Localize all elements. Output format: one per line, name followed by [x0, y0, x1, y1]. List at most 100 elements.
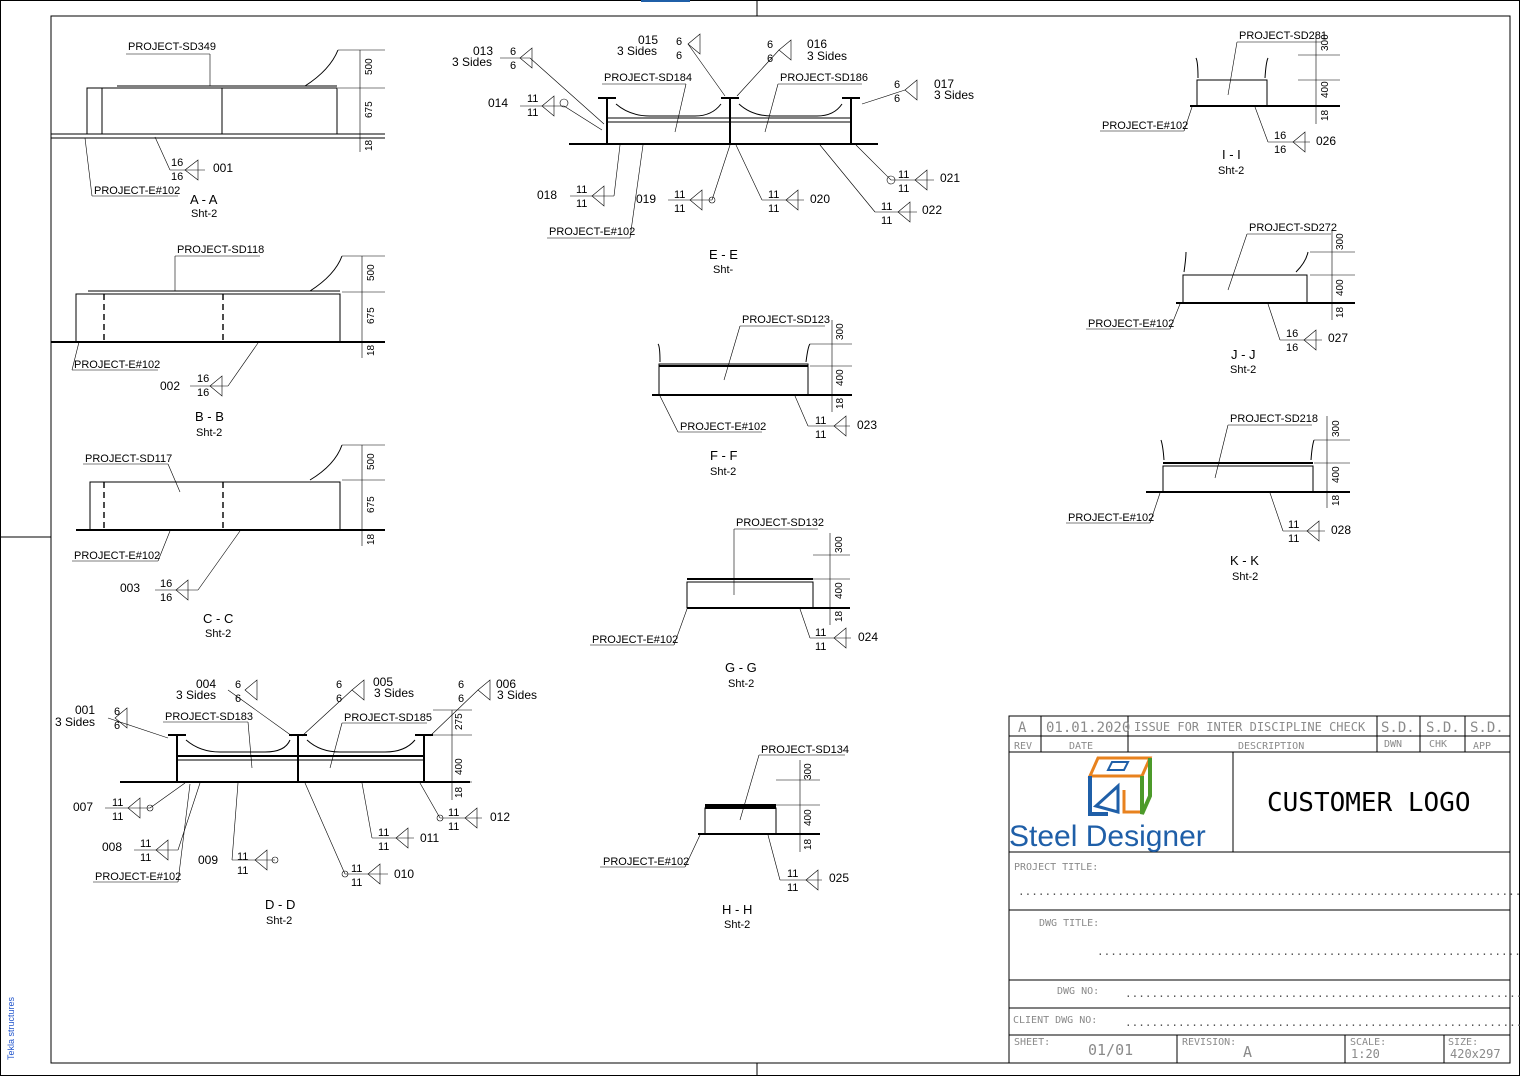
drawing-text: 021	[940, 171, 960, 185]
drawing-text: B - B	[195, 409, 224, 424]
drawing-text: 11	[787, 868, 798, 880]
customer-logo: CUSTOMER LOGO	[1267, 788, 1471, 818]
drawing-text: 3 Sides	[807, 49, 847, 63]
drawing-text: 006	[496, 677, 516, 691]
drawing-text: S.D.	[1381, 720, 1415, 736]
drawing-text: 023	[857, 418, 877, 432]
drawing-text: H - H	[722, 902, 752, 917]
drawing-text: 6	[235, 679, 241, 691]
drawing-text: Sht-2	[724, 919, 750, 931]
drawing-text: ........................................…	[1018, 885, 1521, 898]
drawing-text: 11	[787, 882, 798, 894]
drawing-text: 3 Sides	[452, 55, 492, 69]
drawing-text: 11	[1288, 519, 1299, 531]
drawing-text: 3 Sides	[176, 688, 216, 702]
drawing-text: Sht-2	[1232, 571, 1258, 583]
section-e: PROJECT-SD184 PROJECT-SD186 PROJECT-E#10…	[452, 33, 974, 276]
drawing-text: 18	[835, 397, 846, 409]
drawing-text: 11	[527, 93, 538, 105]
section-b: 500 675 18 PROJECT-SD118 PROJECT-E#102 1…	[51, 244, 385, 439]
drawing-text: 3 Sides	[617, 44, 657, 58]
drawing-text: ........................................…	[1125, 987, 1521, 1000]
drawing-text: K - K	[1230, 553, 1259, 568]
section-c: 500 675 18 PROJECT-SD117 PROJECT-E#102 1…	[72, 444, 385, 640]
description-value: ISSUE FOR INTER DISCIPLINE CHECK	[1134, 720, 1366, 734]
drawing-text: 11	[815, 415, 826, 427]
drawing-text: PROJECT-SD281	[1239, 30, 1327, 42]
drawing-text: 400	[803, 809, 814, 826]
drawing-text: 014	[488, 96, 508, 110]
drawing-text: 11	[898, 169, 909, 181]
drawing-text: PROJECT-SD123	[742, 314, 830, 326]
section-i: 300 400 18 PROJECT-SD281 PROJECT-E#102 1…	[1100, 30, 1340, 177]
drawing-text: Sht-2	[196, 427, 222, 439]
drawing-text: PROJECT-SD118	[177, 244, 264, 256]
drawing-text: PROJECT-E#102	[680, 421, 766, 433]
drawing-text: 675	[366, 496, 377, 513]
drawing-text: 008	[102, 840, 122, 854]
drawing-text: 300	[1331, 420, 1342, 437]
drawing-text: 004	[196, 677, 216, 691]
drawing-text: Sht-2	[710, 466, 736, 478]
drawing-text: ........................................…	[1097, 945, 1521, 958]
drawing-text: PROJECT-E#102	[1102, 120, 1188, 132]
rev-value: A	[1018, 720, 1027, 736]
drawing-text: 18	[803, 838, 814, 850]
drawing-text: 11	[237, 851, 248, 863]
drawing-text: PROJECT-SD134	[761, 744, 849, 756]
drawing-text: 18	[454, 786, 465, 798]
drawing-text: 11	[815, 627, 826, 639]
drawing-text: PROJECT-E#102	[549, 226, 635, 238]
drawing-text: C - C	[203, 611, 233, 626]
drawing-text: SHEET:	[1014, 1037, 1050, 1048]
drawing-text: 16	[160, 592, 172, 604]
drawing-text: 11	[527, 107, 538, 119]
drawing-text: 16	[1274, 144, 1286, 156]
drawing-text: SCALE:	[1350, 1037, 1386, 1048]
drawing-text: 400	[835, 369, 846, 386]
drawing-text: 16	[1286, 342, 1298, 354]
date-value: 01.01.2020	[1046, 720, 1130, 736]
drawing-text: 11	[881, 201, 892, 213]
drawing-text: 16	[197, 387, 209, 399]
drawing-text: 16	[1274, 130, 1286, 142]
drawing-text: REVISION:	[1182, 1037, 1236, 1048]
drawing-text: PROJECT-SD218	[1230, 413, 1318, 425]
drawing-text: 275	[454, 713, 465, 730]
drawing-text: APP	[1473, 741, 1491, 752]
drawing-text: PROJECT-E#102	[74, 359, 160, 371]
drawing-text: Sht-2	[191, 208, 217, 220]
drawing-text: REV	[1014, 741, 1032, 752]
drawing-text: PROJECT-E#102	[603, 856, 689, 868]
drawing-text: 300	[834, 536, 845, 553]
drawing-text: I - I	[1222, 147, 1241, 162]
weld-id: 001	[213, 161, 233, 175]
section-k: 300 400 18 PROJECT-SD218 PROJECT-E#102 1…	[1066, 413, 1351, 583]
drawing-text: PROJECT-E#102	[74, 550, 160, 562]
drawing-text: DWN	[1384, 739, 1402, 750]
drawing-text: 6	[336, 693, 342, 705]
section-f: 300 400 18 PROJECT-SD123 PROJECT-E#102 1…	[652, 314, 877, 478]
drawing-text: 300	[1335, 233, 1346, 250]
drawing-text: PROJECT-E#102	[592, 634, 678, 646]
drawing-text: 001	[75, 703, 95, 717]
drawing-text: 6	[510, 46, 516, 58]
drawing-text: 11	[1288, 533, 1299, 545]
drawing-text: 675	[364, 101, 375, 118]
drawing-text: DWG NO:	[1057, 986, 1099, 997]
drawing-text: G - G	[725, 660, 757, 675]
drawing-text: J - J	[1231, 347, 1256, 362]
drawing-text: Sht-2	[728, 678, 754, 690]
title-block: A 01.01.2020 ISSUE FOR INTER DISCIPLINE …	[1008, 715, 1521, 1064]
drawing-text: 3 Sides	[374, 686, 414, 700]
section-a: 500 675 18 PROJECT-SD349 PROJECT-E#102 1…	[51, 41, 385, 220]
drawing-text: 400	[454, 758, 465, 775]
drawing-text: 6	[235, 693, 241, 705]
scale-value: 1:20	[1351, 1047, 1380, 1061]
drawing-text: 028	[1331, 523, 1351, 537]
drawing-text: 11	[448, 821, 459, 833]
drawing-text: 400	[1335, 279, 1346, 296]
drawing-text: 11	[112, 811, 123, 823]
drawing-text: 300	[803, 763, 814, 780]
